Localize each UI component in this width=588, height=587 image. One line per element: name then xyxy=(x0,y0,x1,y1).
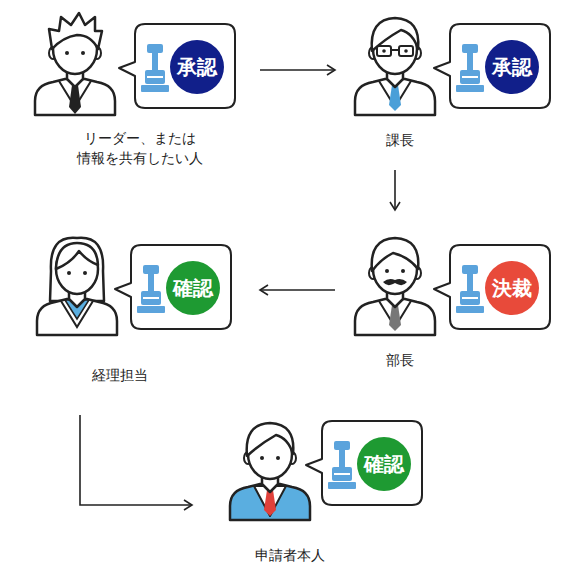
stamp-icon-part xyxy=(141,85,169,92)
stamp-icon-part xyxy=(145,70,165,84)
role-caption: 部長 xyxy=(350,350,450,370)
stamp-icon-line xyxy=(462,76,478,78)
stamp-seal xyxy=(485,40,539,94)
role-caption: 課長 xyxy=(350,130,450,150)
stamp-icon-part xyxy=(334,441,350,450)
stamp-seal xyxy=(357,437,411,491)
role-caption: 経理担当 xyxy=(60,365,180,385)
leader-figure xyxy=(35,13,115,115)
stamp-icon-part xyxy=(456,306,484,313)
stamp-label: 確認 xyxy=(357,437,411,491)
stamp-icon-line xyxy=(147,76,163,78)
stamp-icon-part xyxy=(462,44,478,53)
stamp-seal xyxy=(170,40,224,94)
stamp-icon-part xyxy=(460,70,480,84)
applicant-figure xyxy=(230,423,310,520)
stamp-bubble: 確認 xyxy=(304,419,424,507)
stamp-icon-part xyxy=(467,53,473,70)
person-group: 経理担当 確認 xyxy=(30,228,245,390)
stamp-bubble: 決裁 xyxy=(432,243,552,331)
stamp-label: 決裁 xyxy=(485,261,539,315)
stamp-icon-part xyxy=(332,467,352,481)
stamp-label: 承認 xyxy=(170,40,224,94)
stamp-bubble: 承認 xyxy=(432,22,552,110)
person-group: 部長 決裁 xyxy=(345,228,555,373)
stamp-icon-part xyxy=(143,265,159,274)
stamp-icon-part xyxy=(462,265,478,274)
stamp-icon-part xyxy=(147,44,163,53)
flow-arrow xyxy=(394,170,396,210)
person-group: リーダー、または 情報を共有したい人 承認 xyxy=(30,10,250,172)
flow-arrow xyxy=(260,289,335,291)
stamp-icon-part xyxy=(339,450,345,467)
stamp-seal xyxy=(166,261,220,315)
stamp-label: 確認 xyxy=(166,261,220,315)
department-head-figure xyxy=(355,238,435,335)
stamp-label: 承認 xyxy=(485,40,539,94)
stamp-bubble: 承認 xyxy=(117,22,237,110)
stamp-icon-part xyxy=(141,291,161,305)
section-chief-figure xyxy=(355,18,435,115)
stamp-icon-part xyxy=(148,274,154,291)
flow-arrow xyxy=(260,69,335,71)
stamp-icon-part xyxy=(460,291,480,305)
stamp-icon-line xyxy=(143,297,159,299)
stamp-icon-part xyxy=(328,482,356,489)
person-group: 申請者本人 確認 xyxy=(225,405,430,570)
role-caption: リーダー、または 情報を共有したい人 xyxy=(75,128,205,168)
stamp-icon-part xyxy=(137,306,165,313)
stamp-icon-line xyxy=(462,297,478,299)
stamp-icon-line xyxy=(334,473,350,475)
accounting-figure xyxy=(37,238,117,335)
stamp-icon-part xyxy=(456,85,484,92)
stamp-seal xyxy=(485,261,539,315)
person-group: 課長 承認 xyxy=(345,10,555,160)
stamp-bubble: 確認 xyxy=(113,243,233,331)
stamp-icon-part xyxy=(152,53,158,70)
flow-arrow xyxy=(80,415,192,505)
stamp-icon-part xyxy=(467,274,473,291)
role-caption: 申請者本人 xyxy=(230,545,350,565)
